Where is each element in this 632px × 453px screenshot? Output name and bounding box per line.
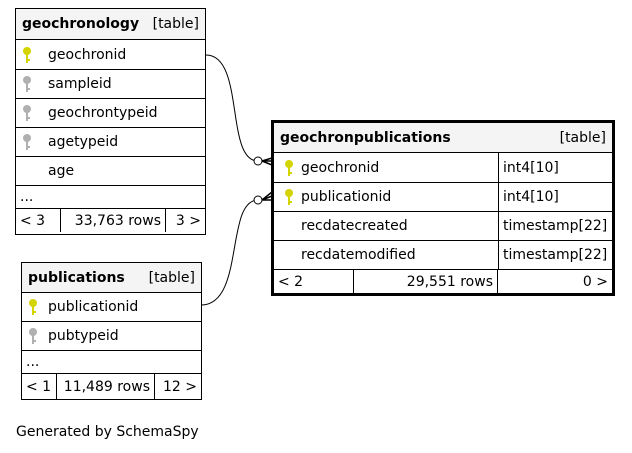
table-footer: < 2 29,551 rows 0 > [274, 270, 612, 293]
foreign-key-icon [22, 104, 32, 122]
ellipsis: ... [26, 354, 40, 370]
parents-link[interactable]: < 3 [16, 209, 61, 232]
table-geochronpublications[interactable]: geochronpublications [table] geochronid … [271, 120, 615, 296]
children-link[interactable]: 12 > [163, 378, 197, 395]
column-name: recdatecreated [301, 218, 408, 234]
column-row-age[interactable]: age [16, 157, 205, 186]
foreign-key-icon [28, 327, 38, 345]
table-footer: < 1 11,489 rows 12 > [22, 374, 201, 399]
column-name: publicationid [301, 189, 392, 205]
primary-key-icon [284, 188, 294, 206]
link-publicationid [200, 199, 259, 306]
column-name: agetypeid [48, 134, 119, 150]
link-publicationid-crowfoot [261, 191, 273, 201]
column-name: geochrontypeid [48, 105, 158, 121]
table-tag: [table] [152, 16, 199, 32]
row-count: 29,551 rows [354, 270, 498, 293]
column-row-recdatecreated[interactable]: recdatecreated timestamp[22] [274, 212, 612, 241]
column-row-pubtypeid[interactable]: pubtypeid [22, 322, 201, 351]
table-header[interactable]: geochronology [table] [16, 9, 205, 40]
column-row-recdatemodified[interactable]: recdatemodified timestamp[22] [274, 241, 612, 270]
generated-by-label: Generated by SchemaSpy [16, 424, 199, 440]
column-type: int4[10] [498, 183, 612, 211]
more-columns-row: ... [16, 186, 205, 209]
table-header[interactable]: publications [table] [22, 263, 201, 293]
primary-key-icon [28, 298, 38, 316]
children-link[interactable]: 0 > [582, 273, 608, 290]
column-type: timestamp[22] [498, 212, 612, 240]
parents-link[interactable]: < 2 [274, 270, 354, 293]
column-row-geochrontypeid[interactable]: geochrontypeid [16, 99, 205, 128]
children-link[interactable]: 3 > [175, 212, 201, 229]
link-publicationid-optional-marker [253, 195, 263, 205]
table-header[interactable]: geochronpublications [table] [274, 123, 612, 153]
column-row-sampleid[interactable]: sampleid [16, 70, 205, 99]
table-name: geochronology [22, 16, 140, 32]
table-tag: [table] [148, 269, 195, 286]
table-name: publications [28, 269, 125, 286]
column-type: timestamp[22] [498, 241, 612, 269]
column-name: sampleid [48, 76, 112, 92]
parents-link[interactable]: < 1 [22, 374, 57, 399]
ellipsis: ... [20, 189, 34, 205]
row-count: 11,489 rows [57, 374, 155, 399]
table-footer: < 3 33,763 rows 3 > [16, 209, 205, 232]
primary-key-icon [22, 46, 32, 64]
table-tag: [table] [559, 129, 606, 146]
column-row-geochronid[interactable]: geochronid [16, 40, 205, 70]
column-name: age [48, 163, 75, 179]
table-geochronology[interactable]: geochronology [table] geochronid samplei… [15, 8, 206, 235]
column-row-agetypeid[interactable]: agetypeid [16, 128, 205, 157]
row-count: 33,763 rows [61, 209, 166, 232]
link-geochronid-crowfoot [261, 157, 273, 166]
primary-key-icon [284, 159, 294, 177]
table-name: geochronpublications [280, 129, 451, 146]
link-geochronid-optional-marker [253, 156, 263, 166]
foreign-key-icon [22, 133, 32, 151]
column-name: geochronid [301, 159, 380, 176]
more-columns-row: ... [22, 351, 201, 374]
column-name: publicationid [48, 299, 139, 315]
foreign-key-icon [22, 75, 32, 93]
link-geochronid [205, 54, 259, 162]
column-row-geochronid[interactable]: geochronid int4[10] [274, 153, 612, 183]
column-row-publicationid[interactable]: publicationid int4[10] [274, 183, 612, 212]
table-publications[interactable]: publications [table] publicationid pubty… [21, 262, 202, 400]
column-name: pubtypeid [48, 328, 119, 344]
column-name: geochronid [48, 46, 127, 63]
column-row-publicationid[interactable]: publicationid [22, 293, 201, 322]
column-type: int4[10] [498, 153, 612, 182]
column-name: recdatemodified [301, 247, 416, 263]
